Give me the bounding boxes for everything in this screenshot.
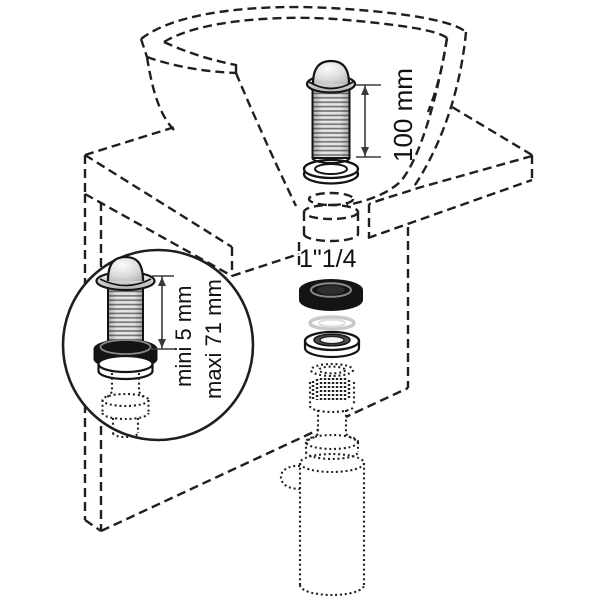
- locknut: [303, 330, 361, 359]
- mounting-detail-magnifier: mini 5 mm maxi 71 mm: [61, 248, 255, 442]
- rubber-gasket: [299, 279, 363, 311]
- thickness-max-label: maxi 71 mm: [201, 279, 226, 399]
- trap-inlet-nut: [308, 378, 356, 414]
- thickness-min-label: mini 5 mm: [171, 286, 196, 387]
- detail-pop-up-drain: [95, 255, 156, 347]
- clamp-range-dimension: mini 5 mm maxi 71 mm: [150, 275, 226, 399]
- detail-dome-cap: [106, 255, 145, 282]
- drain-height-label: 100 mm: [388, 68, 418, 162]
- serrated-ring: [309, 362, 355, 378]
- detail-locknut: [97, 354, 154, 381]
- height-dimension: 100 mm: [356, 68, 418, 162]
- pipe-diameter-label: 1"1/4: [299, 245, 357, 273]
- friction-washer: [308, 315, 356, 331]
- drain-dome-cap: [311, 59, 351, 85]
- detail-tailpiece: [101, 373, 150, 439]
- arrow-up-icon: [158, 277, 166, 286]
- arrow-up-icon: [361, 86, 369, 95]
- arrow-down-icon: [158, 339, 166, 348]
- basin-outline: [139, 5, 468, 207]
- pop-up-drain: [305, 59, 357, 164]
- sealing-washer: [302, 158, 360, 185]
- arrow-down-icon: [361, 147, 369, 156]
- drain-hole: [302, 191, 360, 243]
- bottle-trap: [277, 374, 366, 597]
